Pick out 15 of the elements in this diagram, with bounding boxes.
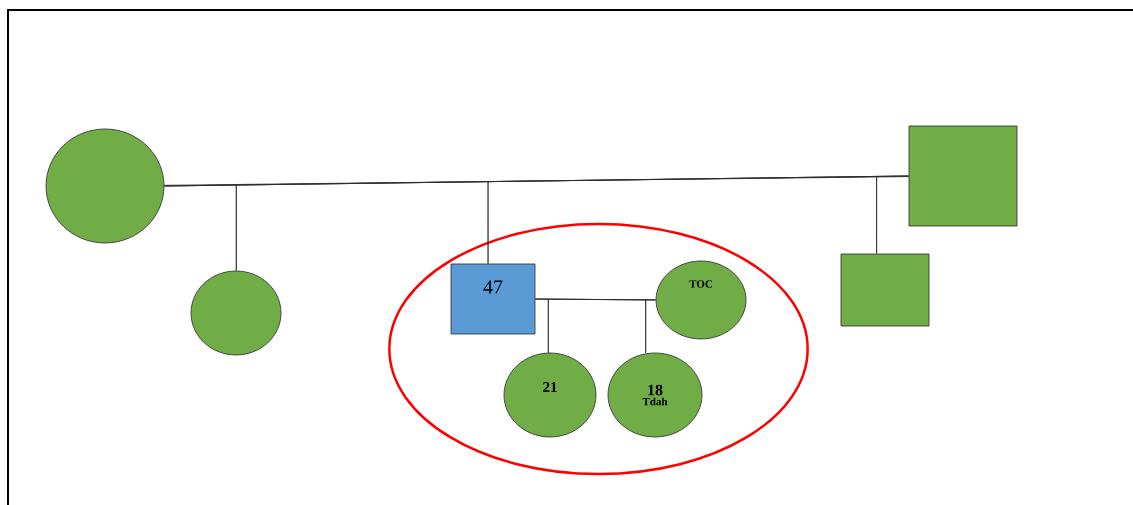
circle-symbol [45,128,165,244]
node-label: 18 Tdah [642,384,668,406]
descent-line [645,299,656,353]
descent-line [876,175,909,254]
square-symbol [840,253,930,327]
node-label: TOC [689,280,712,288]
circle-symbol [655,260,747,340]
circle-symbol [503,352,597,438]
node-label: 47 [483,280,503,294]
square-symbol [450,263,536,335]
square-symbol [908,125,1018,227]
node-label: 21 [543,382,557,392]
circle-symbol [190,270,282,356]
highlight-ellipse [388,222,809,476]
circle-symbol [607,352,703,438]
